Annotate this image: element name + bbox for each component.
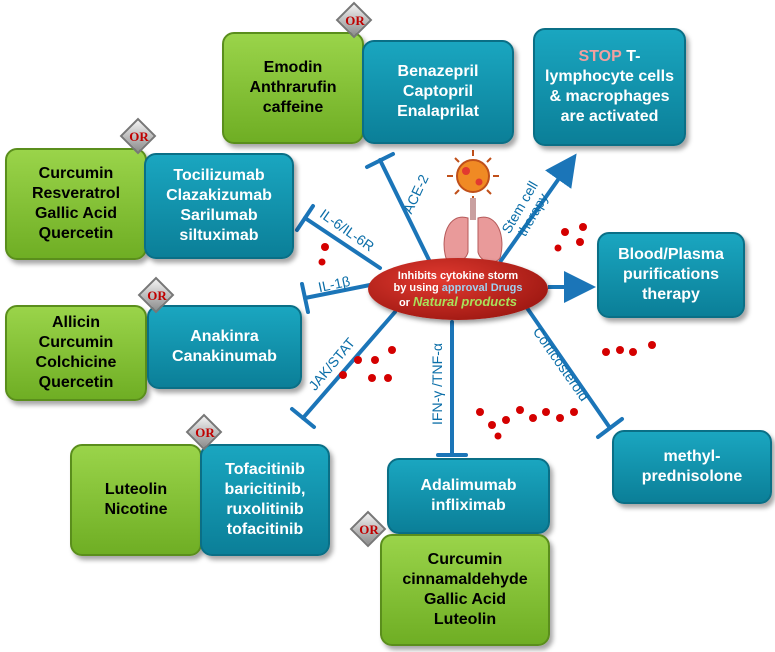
cytokine-dots bbox=[318, 223, 656, 440]
tnf-drugs-box: Adalimumab infliximab bbox=[387, 458, 550, 534]
virus-icon bbox=[447, 150, 499, 202]
allicin-box: Allicin Curcumin Colchicine Quercetin bbox=[5, 305, 147, 401]
or-badge-jak: OR bbox=[185, 413, 223, 451]
tnf-label: IFN-γ /TNF-α bbox=[428, 343, 445, 425]
allicin-text: Allicin Curcumin Colchicine Quercetin bbox=[35, 314, 117, 391]
cytokine-storm-hub: Inhibits cytokine storm by using approva… bbox=[368, 258, 548, 320]
blood-plasma-box: Blood/Plasma purifications therapy bbox=[597, 232, 745, 318]
or-badge-il1: OR bbox=[137, 276, 175, 314]
luteolin-nicotine-box: Luteolin Nicotine bbox=[70, 444, 202, 556]
or-label: OR bbox=[195, 425, 215, 440]
hub-natural-products: Natural products bbox=[413, 293, 518, 309]
tnf-drugs-text: Adalimumab infliximab bbox=[420, 477, 517, 514]
stop-box: STOP T- lymphocyte cells & macrophages a… bbox=[533, 28, 686, 146]
curcumin-cinnamaldehyde-text: Curcumin cinnamaldehyde Gallic Acid Lute… bbox=[402, 551, 528, 628]
stop-prefix: STOP bbox=[578, 48, 622, 65]
emodin-text: Emodin Anthrarufin caffeine bbox=[249, 59, 337, 116]
ace2-inhibit-line bbox=[378, 158, 432, 264]
or-badge-tnf: OR bbox=[349, 510, 387, 548]
hub-approval-drugs: approval Drugs bbox=[441, 281, 523, 294]
emodin-box: Emodin Anthrarufin caffeine bbox=[222, 32, 364, 144]
curcumin-resveratrol-text: Curcumin Resveratrol Gallic Acid Quercet… bbox=[31, 165, 121, 242]
stem-cell-arrow bbox=[498, 153, 577, 264]
hub-line-2a: by using bbox=[393, 281, 442, 294]
il6-inhibit-line bbox=[303, 216, 382, 270]
cortico-inhibit-line bbox=[523, 303, 612, 430]
luteolin-nicotine-text: Luteolin Nicotine bbox=[104, 481, 168, 518]
jak-drugs-box: Tofacitinib baricitinib, ruxolitinib tof… bbox=[200, 444, 330, 556]
or-label: OR bbox=[345, 13, 365, 28]
hub-line-3a: or bbox=[398, 296, 414, 309]
or-label: OR bbox=[147, 288, 167, 303]
lungs-icon bbox=[443, 198, 503, 263]
ace-drugs-text: Benazepril Captopril Enalaprilat bbox=[397, 63, 479, 120]
hub-line-2: by using approval Drugs bbox=[368, 282, 548, 294]
il6-inhibit-bar bbox=[295, 204, 315, 232]
il6-drugs-text: Tocilizumab Clazakizumab Sarilumab siltu… bbox=[166, 167, 272, 244]
hub-line-1: Inhibits cytokine storm bbox=[397, 269, 519, 282]
il1-drugs-box: Anakinra Canakinumab bbox=[147, 305, 302, 389]
stop-rest: T- lymphocyte cells & macrophages are ac… bbox=[545, 48, 674, 125]
il1-inhibit-line bbox=[303, 283, 372, 300]
curcumin-cinnamaldehyde-box: Curcumin cinnamaldehyde Gallic Acid Lute… bbox=[380, 534, 550, 646]
ace2-inhibit-bar bbox=[365, 152, 395, 169]
methylprednisolone-text: methyl- prednisolone bbox=[641, 448, 743, 485]
curcumin-resveratrol-box: Curcumin Resveratrol Gallic Acid Quercet… bbox=[5, 148, 147, 260]
jak-inhibit-line bbox=[301, 310, 397, 420]
blood-plasma-text: Blood/Plasma purifications therapy bbox=[618, 246, 724, 303]
or-label: OR bbox=[129, 129, 149, 144]
methylprednisolone-box: methyl- prednisolone bbox=[612, 430, 772, 504]
jak-drugs-text: Tofacitinib baricitinib, ruxolitinib tof… bbox=[224, 461, 306, 538]
or-badge-il6: OR bbox=[119, 117, 157, 155]
il1-inhibit-bar bbox=[300, 282, 310, 314]
or-badge-ace: OR bbox=[335, 1, 373, 39]
cortico-inhibit-bar bbox=[596, 417, 624, 439]
hub-line-3: or Natural products bbox=[368, 294, 548, 309]
jak-inhibit-bar bbox=[290, 407, 316, 429]
il1-drugs-text: Anakinra Canakinumab bbox=[172, 328, 277, 365]
stop-text: STOP T- lymphocyte cells & macrophages a… bbox=[545, 47, 674, 127]
or-label: OR bbox=[359, 522, 379, 537]
ace-drugs-box: Benazepril Captopril Enalaprilat bbox=[362, 40, 514, 144]
il6-drugs-box: Tocilizumab Clazakizumab Sarilumab siltu… bbox=[144, 153, 294, 259]
